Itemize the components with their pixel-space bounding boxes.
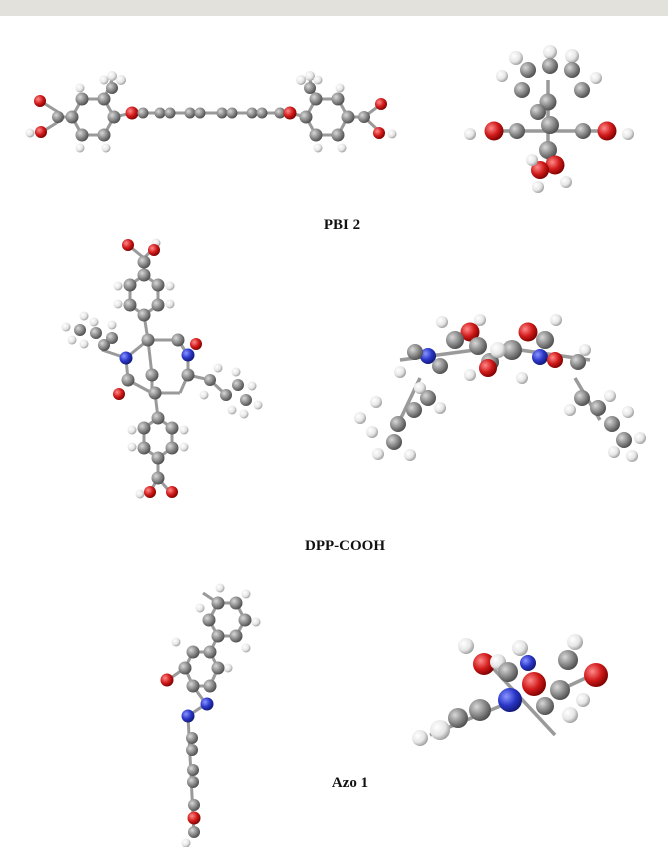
dpp-cooh-front-view: [61, 238, 263, 499]
caption-pbi2: PBI 2: [323, 217, 361, 233]
caption-dpp-cooh: DPP-COOH: [305, 538, 385, 554]
pbi2-front-view: [25, 71, 397, 153]
caption-azo1: Azo 1: [331, 775, 369, 791]
azo1-side-view: [412, 634, 608, 746]
dpp-cooh-side-view: [354, 314, 646, 462]
page-top-band: [0, 0, 668, 16]
pbi2-side-view: [464, 45, 634, 193]
azo1-front-view: [160, 583, 261, 847]
